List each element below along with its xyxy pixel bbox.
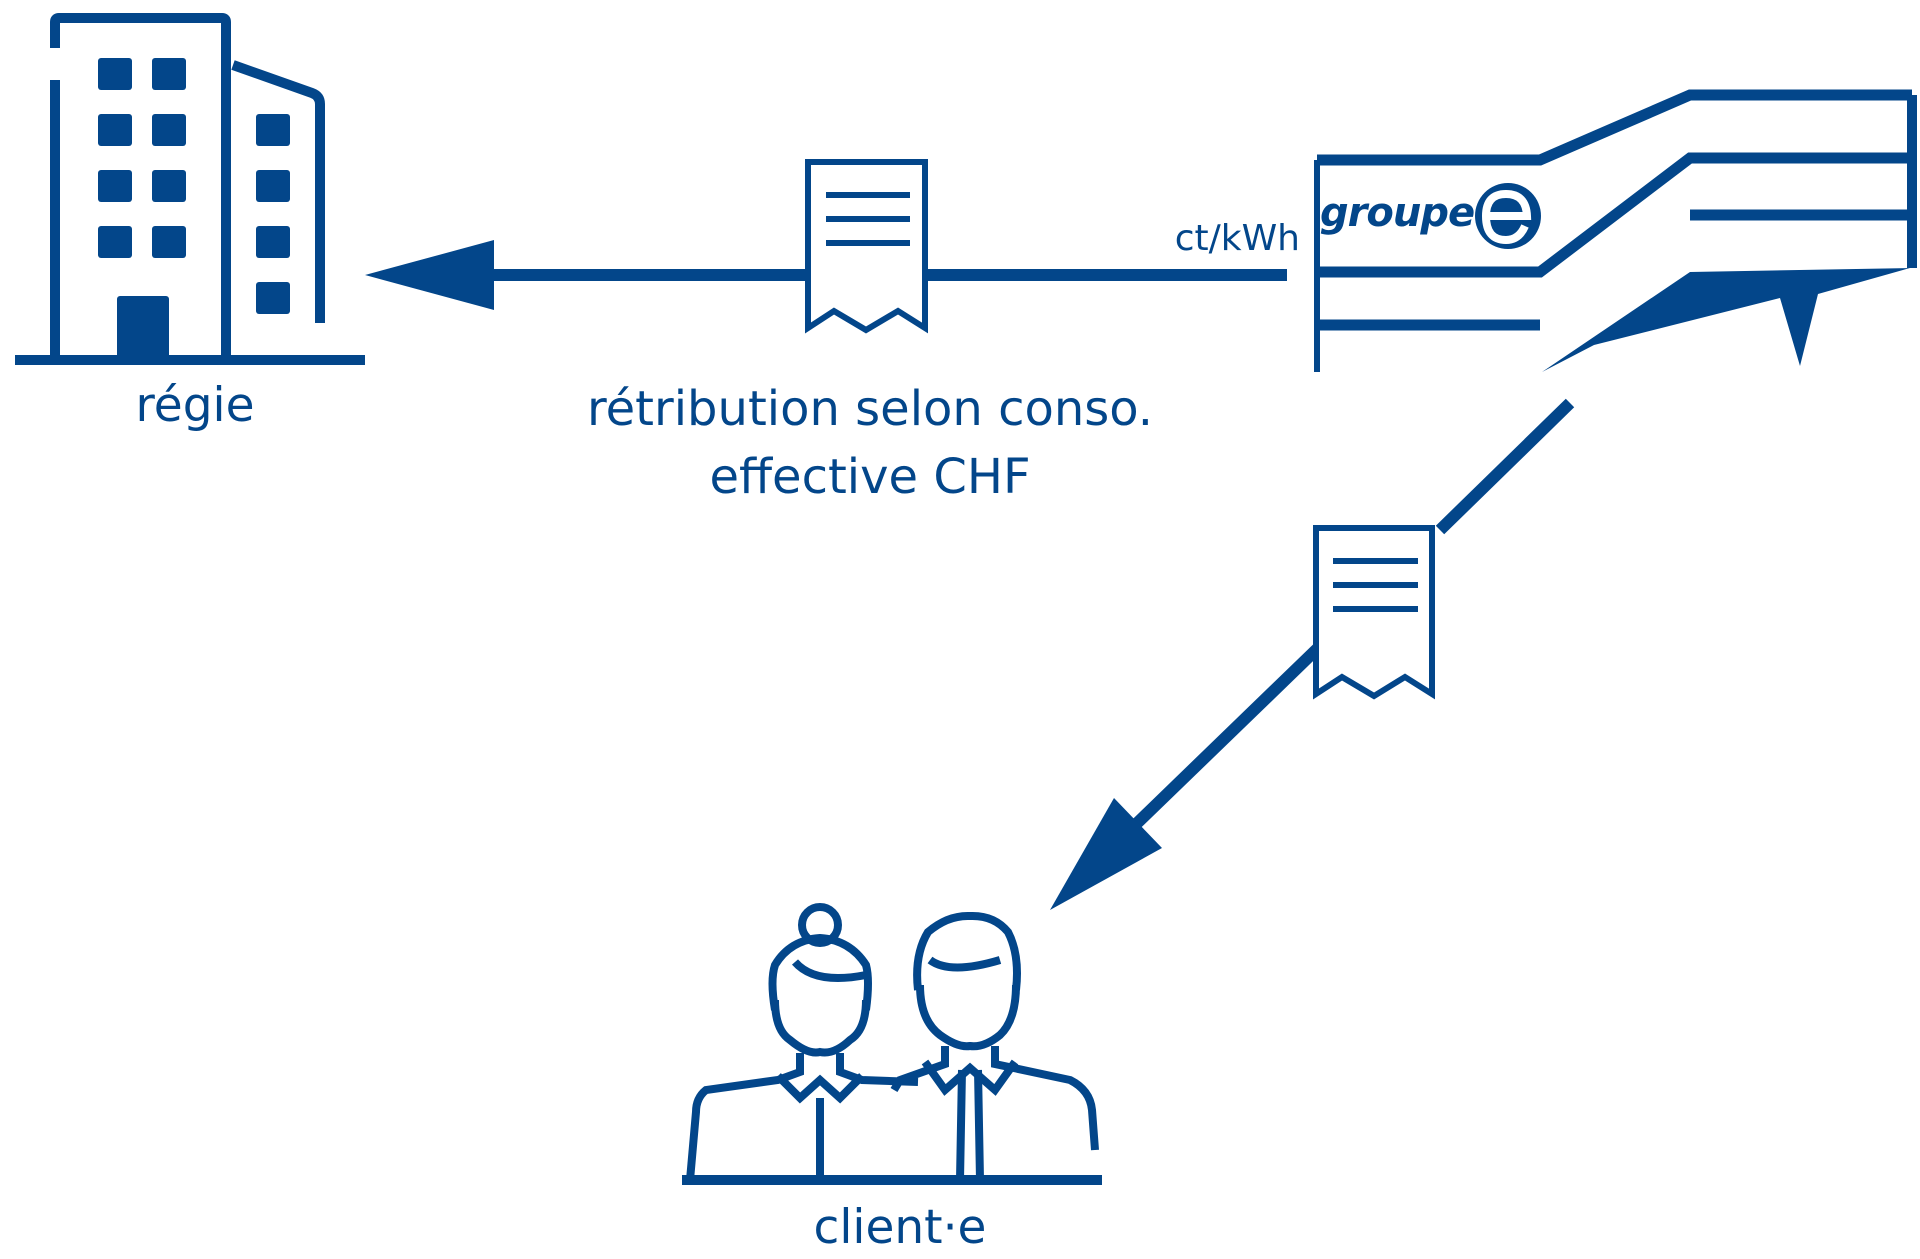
man-icon xyxy=(890,911,1099,1181)
invoice-icon xyxy=(1313,525,1435,700)
two-people-icon xyxy=(682,903,1102,1185)
invoice-icon xyxy=(805,159,928,334)
regie-label: régie xyxy=(135,378,255,433)
groupe-e-logo-icon xyxy=(1475,183,1541,249)
woman-icon xyxy=(686,903,919,1181)
groupe-e-building-icon xyxy=(1314,89,1917,372)
client-label: client·e xyxy=(813,1200,987,1255)
arrow-to-client xyxy=(1050,398,1575,910)
retribution-label-line-1: rétribution selon conso. xyxy=(586,381,1154,437)
unit-label: ct/kWh xyxy=(1174,218,1300,259)
office-building-icon xyxy=(15,13,365,365)
retribution-label-line-2: effective CHF xyxy=(709,449,1031,505)
groupe-e-brand-text: groupe xyxy=(1320,190,1475,236)
retribution-label: rétribution selon conso. effective CHF xyxy=(430,375,1310,511)
